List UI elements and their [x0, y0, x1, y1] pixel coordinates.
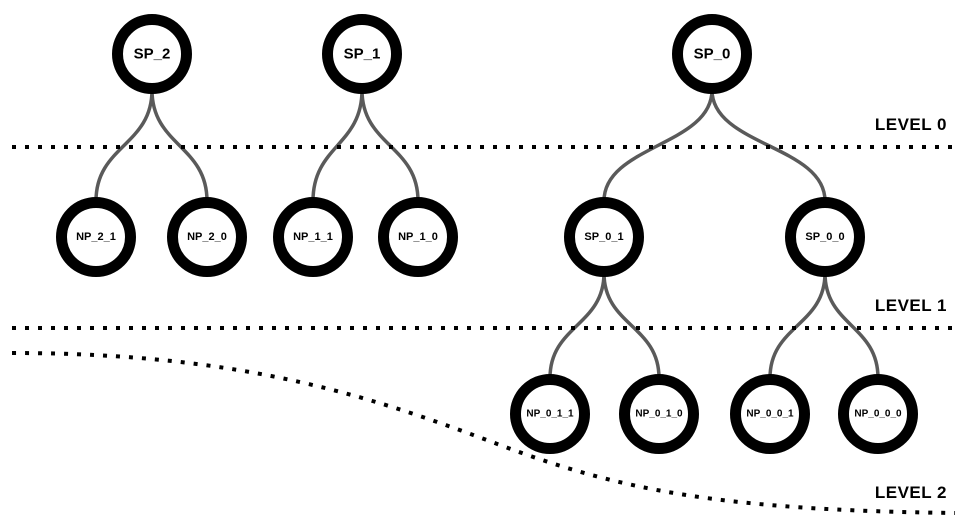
node-sp-1: SP_1: [322, 14, 402, 94]
node-label: NP_2_0: [187, 231, 227, 243]
node-np-0-0-1: NP_0_0_1: [730, 374, 810, 454]
node-np-2-0: NP_2_0: [167, 197, 247, 277]
node-circle: [785, 197, 865, 277]
node-label: SP_0_1: [584, 231, 623, 243]
level-2-separator: [11, 351, 956, 515]
level-1-label: LEVEL 1: [875, 296, 947, 315]
node-label: NP_1_0: [398, 231, 438, 243]
level-2-label: LEVEL 2: [875, 483, 947, 502]
node-circle: [56, 197, 136, 277]
node-sp-2: SP_2: [112, 14, 192, 94]
edge-SP_0_1-to-NP_0_1_0: [602, 271, 661, 380]
node-np-2-1: NP_2_1: [56, 197, 136, 277]
edge-SP_2-to-NP_2_1: [94, 88, 154, 203]
node-circle: [672, 14, 752, 94]
node-circle: [112, 14, 192, 94]
node-sp-0-0: SP_0_0: [785, 197, 865, 277]
node-circle: [838, 374, 918, 454]
node-np-0-1-1: NP_0_1_1: [510, 374, 590, 454]
node-circle: [322, 14, 402, 94]
node-label: NP_1_1: [293, 231, 333, 243]
node-label: SP_2: [134, 46, 171, 63]
node-np-0-1-0: NP_0_1_0: [619, 374, 699, 454]
edge-SP_0_0-to-NP_0_0_1: [768, 271, 827, 380]
node-circle: [273, 197, 353, 277]
edge-SP_0_0-to-NP_0_0_0: [823, 271, 880, 380]
node-label: SP_1: [344, 46, 381, 63]
node-label: NP_0_1_0: [635, 409, 683, 420]
node-label: NP_2_1: [76, 231, 116, 243]
node-circle: [378, 197, 458, 277]
node-label: SP_0_0: [805, 231, 844, 243]
level-separators: [11, 145, 956, 515]
node-label: NP_0_1_1: [526, 409, 574, 420]
node-circle: [619, 374, 699, 454]
level-0-label: LEVEL 0: [875, 115, 947, 134]
level-labels: LEVEL 0 LEVEL 1 LEVEL 2: [875, 115, 947, 502]
node-np-0-0-0: NP_0_0_0: [838, 374, 918, 454]
node-circle: [730, 374, 810, 454]
edge-SP_2-to-NP_2_0: [150, 88, 209, 203]
edge-SP_0_1-to-NP_0_1_1: [548, 271, 606, 380]
nodes-layer: SP_2 SP_1 SP_0NP_2_1 NP_2_0 NP_1_1 NP_1_0 SP_0…: [56, 14, 918, 454]
node-np-1-0: NP_1_0: [378, 197, 458, 277]
node-label: NP_0_0_0: [854, 409, 902, 420]
node-sp-0: SP_0: [672, 14, 752, 94]
node-circle: [564, 197, 644, 277]
node-circle: [167, 197, 247, 277]
node-np-1-1: NP_1_1: [273, 197, 353, 277]
node-circle: [510, 374, 590, 454]
edge-SP_0-to-SP_0_1: [602, 88, 714, 203]
node-sp-0-1: SP_0_1: [564, 197, 644, 277]
node-label: NP_0_0_1: [746, 409, 794, 420]
node-label: SP_0: [694, 46, 731, 63]
